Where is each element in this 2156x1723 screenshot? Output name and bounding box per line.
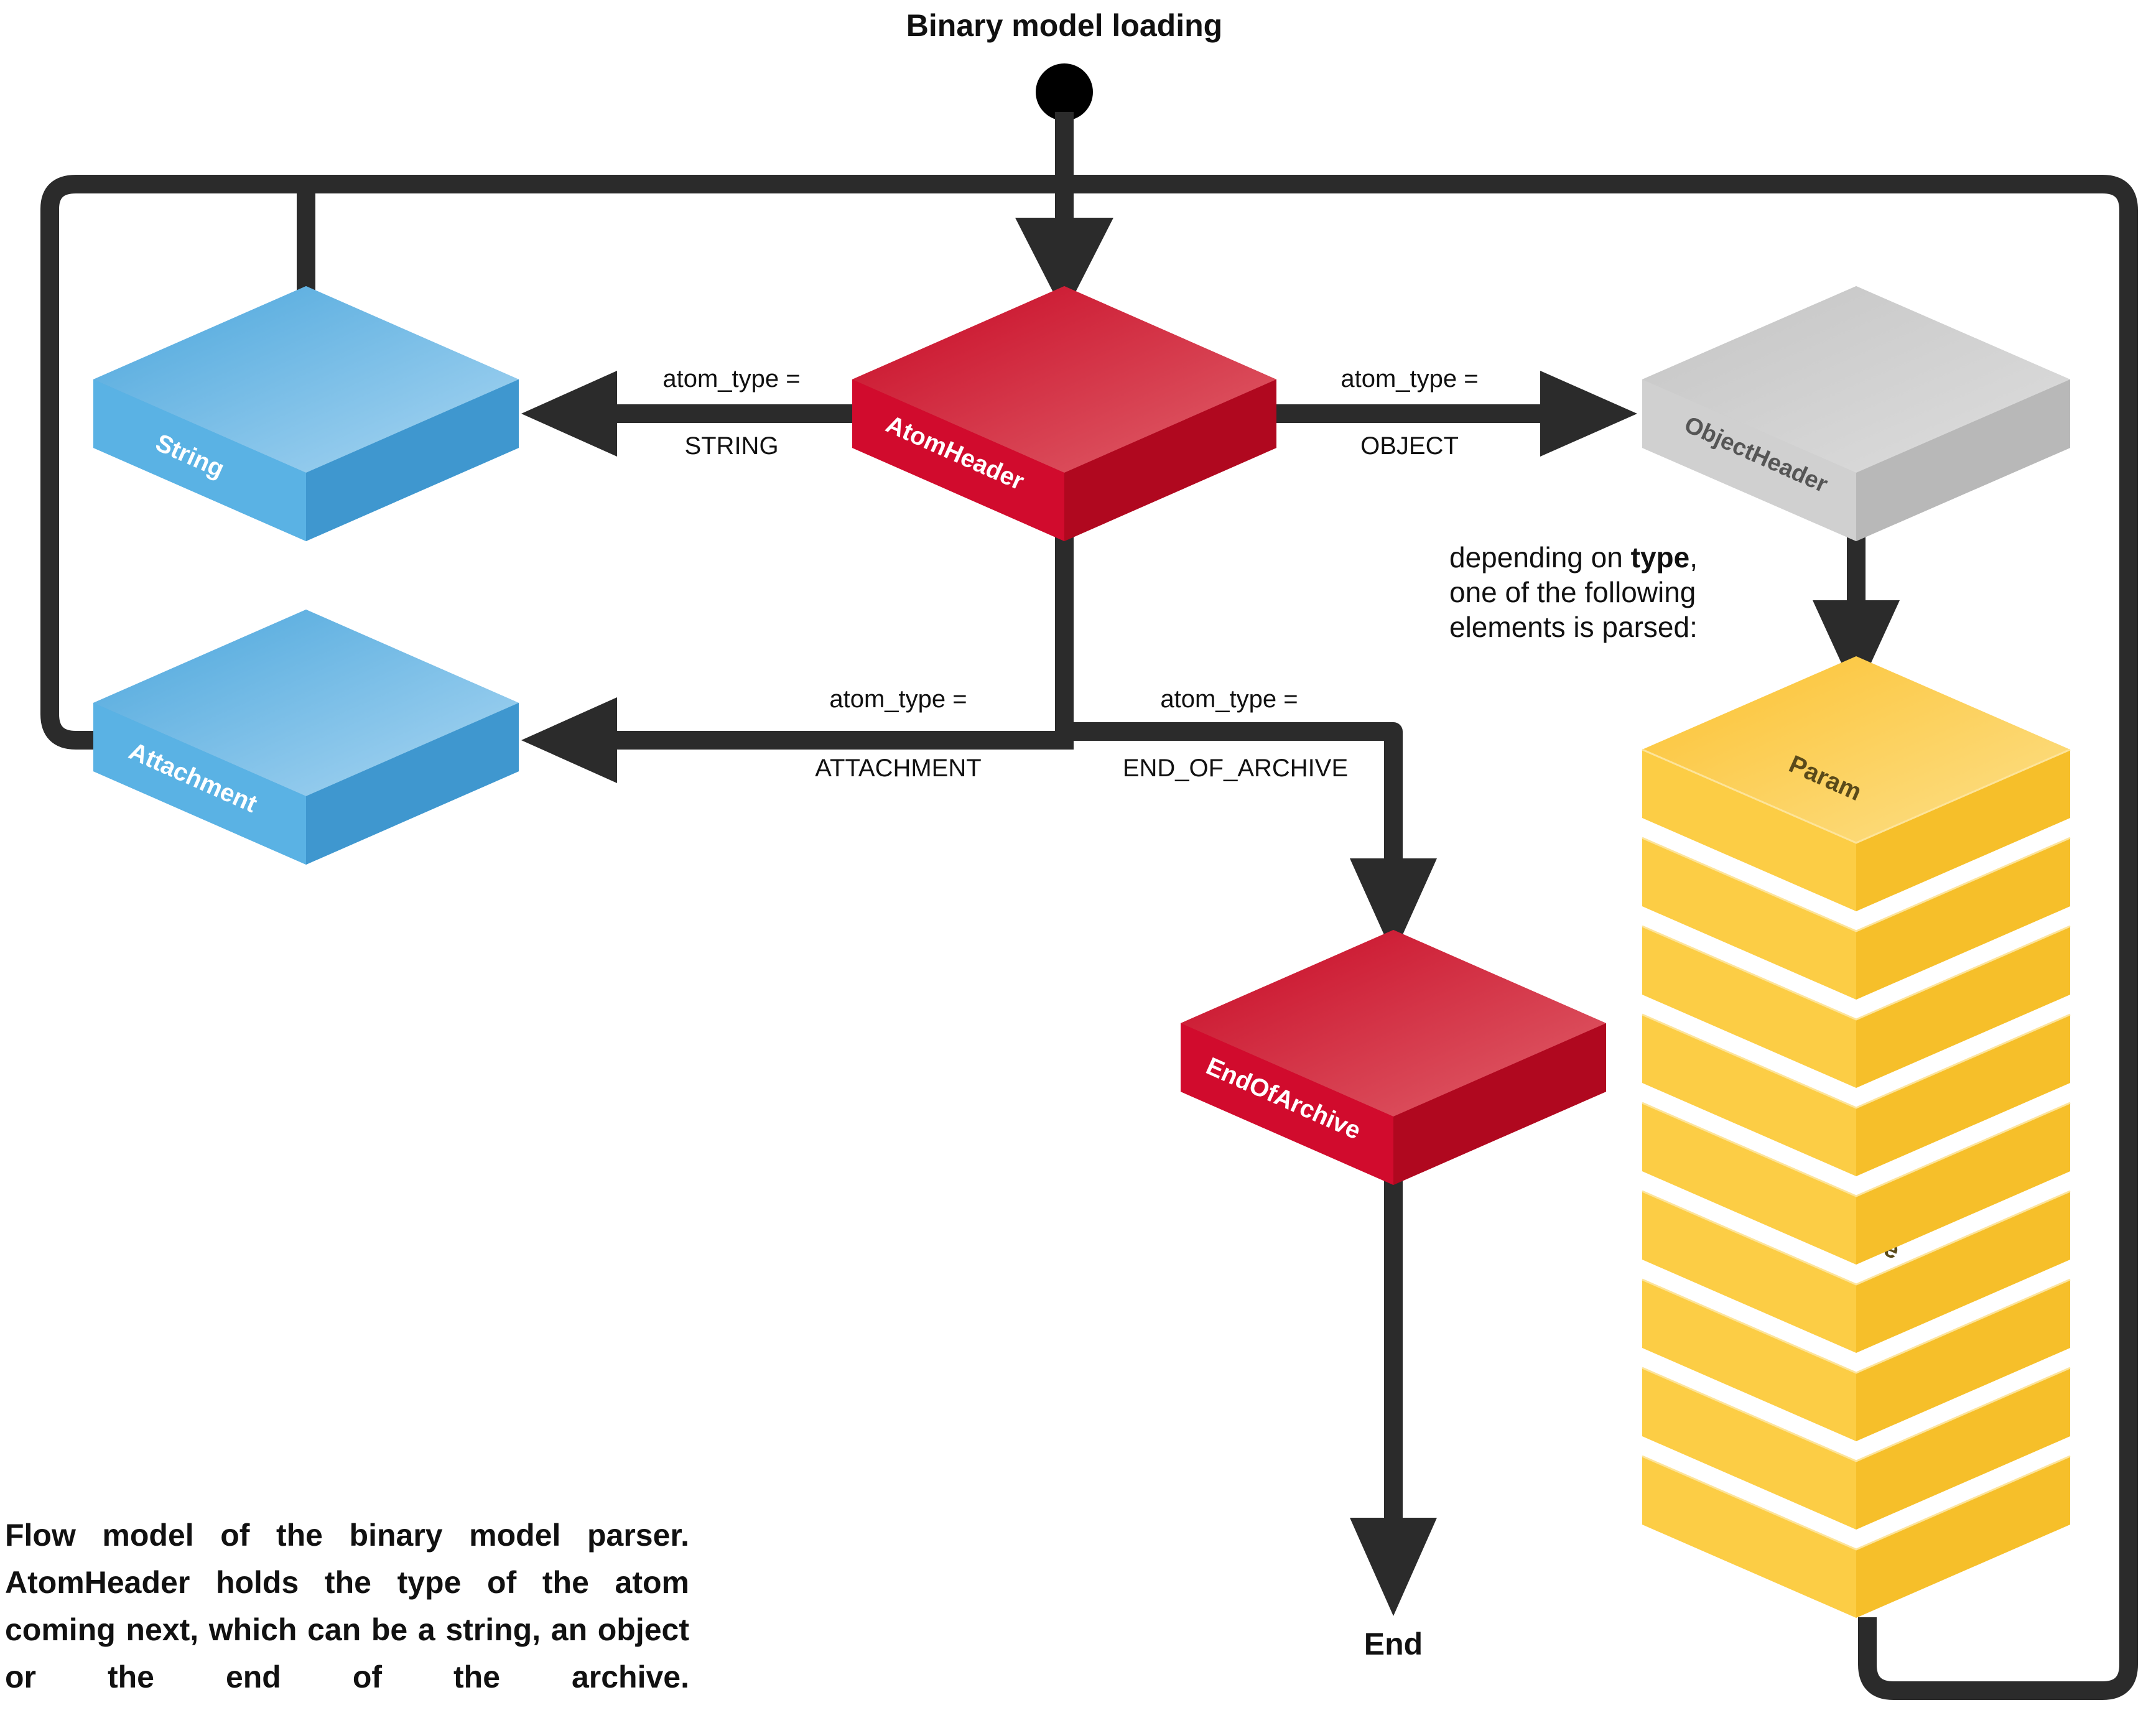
edge-attachment-arrowhead [521,697,617,783]
end-node-label: End [1364,1627,1423,1661]
stack-item: Param [1642,656,2071,911]
edge-object-arrowhead [1540,371,1637,457]
edge-end-arrowhead [1350,1518,1437,1616]
loop-frame [40,175,2138,1700]
note-line-2: one of the following [1449,576,1696,608]
edge-object-top-label: atom_type = [1341,365,1478,392]
element-stack: TextureTransformPrimitiveVertexSourceBuf… [1642,656,2071,1618]
edge-string-arrowhead [521,371,617,457]
edge-string-bottom-label: STRING [684,432,778,460]
figure-caption: Flow model of the binary model parser. A… [5,1518,689,1694]
note-suffix: , [1689,541,1698,574]
edge-end-of-archive-arrowhead [1350,858,1437,955]
object-down-arrowhead [1813,600,1900,695]
end-of-archive-node: EndOfArchive [1181,930,1606,1185]
edge-end-of-archive-bottom-label: END_OF_ARCHIVE [1123,755,1348,782]
note-type-keyword: type [1630,541,1690,574]
atom-header-node: AtomHeader [852,286,1276,541]
attachment-node: Attachment [93,610,519,865]
edge-string-top-label: atom_type = [662,365,800,392]
object-type-note: depending on type, one of the following … [1449,540,1785,644]
edge-end-of-archive-top-label: atom_type = [1160,685,1298,713]
note-prefix: depending on [1449,541,1631,574]
entry-arrowhead [1015,218,1113,314]
object-header-node: ObjectHeader [1642,286,2070,541]
note-line-3: elements is parsed: [1449,611,1698,643]
edge-object-bottom-label: OBJECT [1360,432,1459,460]
diagram-title: Binary model loading [906,8,1222,43]
edge-end-of-archive-line [1064,722,1403,865]
edge-attachment-bottom-label: ATTACHMENT [815,755,981,782]
start-node [1036,63,1093,121]
edge-attachment-top-label: atom_type = [829,685,967,713]
string-node: String [93,286,519,541]
